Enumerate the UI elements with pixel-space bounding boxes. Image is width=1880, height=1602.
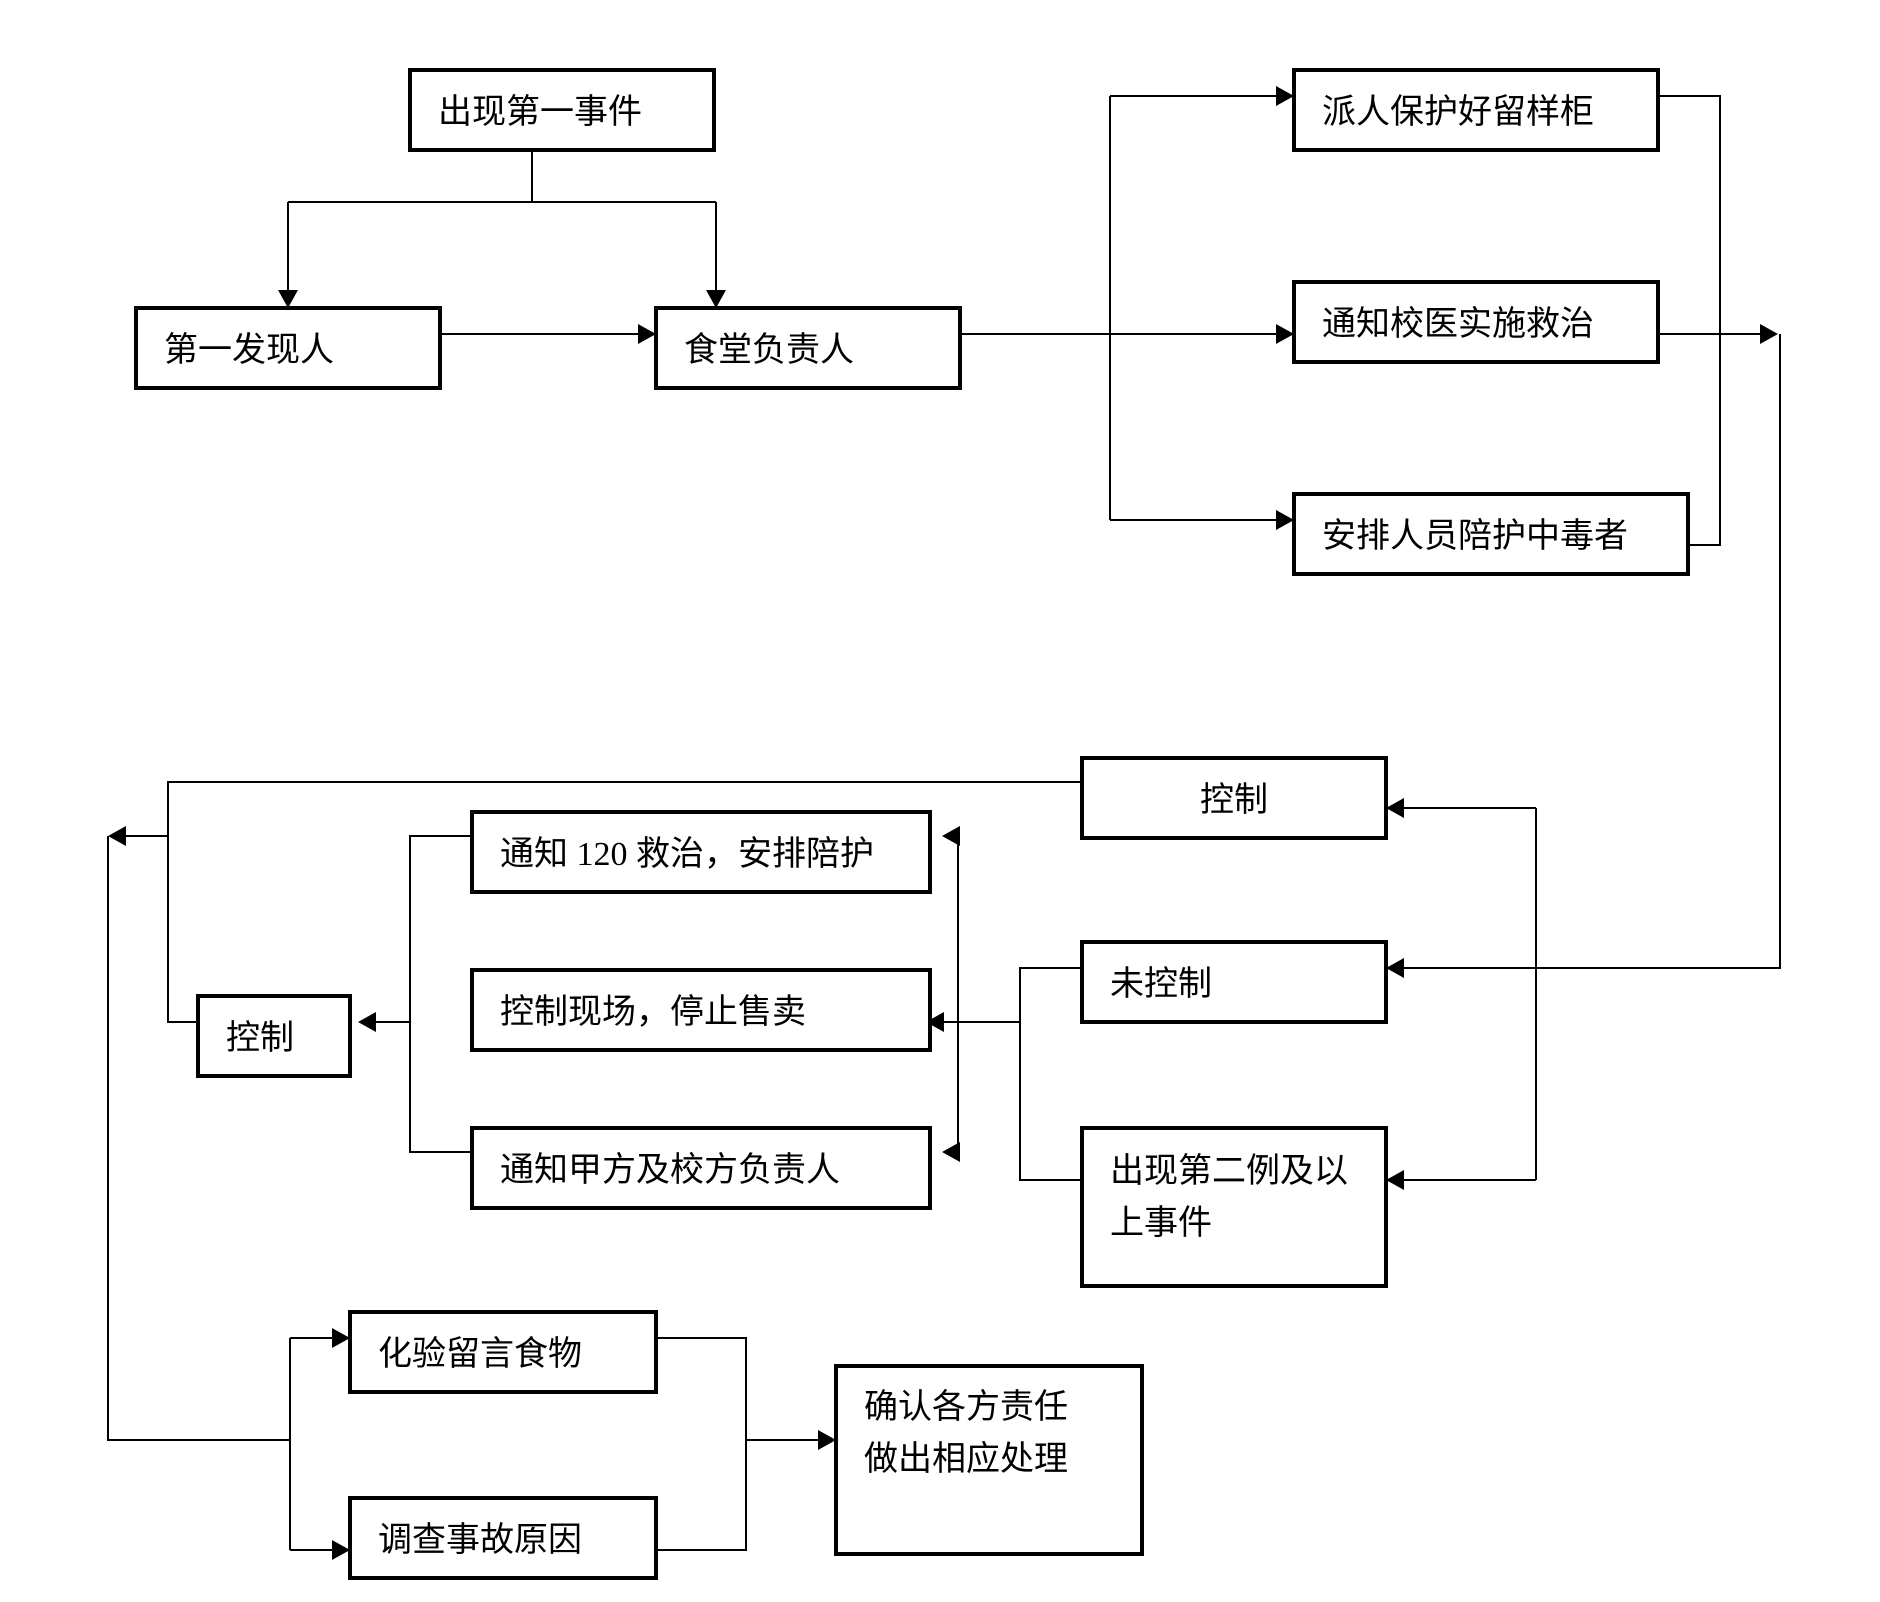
arrow-to-protect-sample bbox=[1276, 86, 1294, 106]
node-accompany-victim-label: 安排人员陪护中毒者 bbox=[1322, 517, 1628, 555]
connector-control-top bbox=[167, 781, 1082, 1023]
arrow-merge-right bbox=[1760, 324, 1778, 344]
node-investigate: 调查事故原因 bbox=[348, 1496, 658, 1580]
node-notify-parties: 通知甲方及校方负责人 bbox=[470, 1126, 932, 1210]
arrow-left-top bbox=[108, 826, 126, 846]
node-accompany-victim: 安排人员陪护中毒者 bbox=[1292, 492, 1690, 576]
node-first-finder: 第一发现人 bbox=[134, 306, 442, 390]
arrow-to-second-event bbox=[1386, 1170, 1404, 1190]
arrow-to-control-left bbox=[358, 1012, 376, 1032]
node-control-site-label: 控制现场，停止售卖 bbox=[500, 993, 806, 1031]
node-uncontrolled-label: 未控制 bbox=[1110, 965, 1212, 1003]
connector-to-middle bbox=[942, 967, 1082, 1181]
arrow-to-test-food bbox=[332, 1328, 350, 1348]
connector-event-split bbox=[287, 150, 717, 292]
node-notify-parties-label: 通知甲方及校方负责人 bbox=[500, 1151, 840, 1189]
node-controlled-right: 控制 bbox=[1080, 756, 1388, 840]
arrow-to-notify-parties bbox=[942, 1142, 960, 1162]
connectors bbox=[107, 95, 1781, 1551]
node-protect-sample-label: 派人保护好留样柜 bbox=[1322, 93, 1594, 131]
node-canteen-head-label: 食堂负责人 bbox=[684, 331, 854, 369]
node-investigate-label: 调查事故原因 bbox=[378, 1521, 582, 1559]
node-controlled-right-label: 控制 bbox=[1200, 781, 1268, 819]
arrow-to-notify-doctor bbox=[1276, 324, 1294, 344]
node-first-event: 出现第一事件 bbox=[408, 68, 716, 152]
node-first-event-label: 出现第一事件 bbox=[438, 93, 642, 131]
node-notify-doctor-label: 通知校医实施救治 bbox=[1322, 305, 1594, 343]
arrow-to-confirm bbox=[818, 1430, 836, 1450]
node-notify-120: 通知 120 救治，安排陪护 bbox=[470, 810, 932, 894]
arrow-to-control-site bbox=[926, 1012, 944, 1032]
node-confirm: 确认各方责任 做出相应处理 bbox=[834, 1364, 1144, 1556]
node-first-finder-label: 第一发现人 bbox=[164, 331, 334, 369]
node-uncontrolled: 未控制 bbox=[1080, 940, 1388, 1024]
node-notify-120-label: 通知 120 救治，安排陪护 bbox=[500, 835, 874, 873]
arrow-to-uncontrolled bbox=[1386, 958, 1404, 978]
connector-actions-merge bbox=[1402, 95, 1781, 969]
node-protect-sample: 派人保护好留样柜 bbox=[1292, 68, 1660, 152]
arrow-to-accompany-victim bbox=[1276, 510, 1294, 530]
node-confirm-label-2: 做出相应处理 bbox=[864, 1440, 1068, 1478]
arrow-to-notify-120 bbox=[942, 826, 960, 846]
arrowheads bbox=[108, 86, 1778, 1560]
node-test-food-label: 化验留言食物 bbox=[378, 1335, 582, 1373]
node-control-site: 控制现场，停止售卖 bbox=[470, 968, 932, 1052]
arrow-to-investigate bbox=[332, 1540, 350, 1560]
node-controlled-left-label: 控制 bbox=[226, 1019, 294, 1057]
node-confirm-label-1: 确认各方责任 bbox=[864, 1388, 1068, 1426]
connector-head-to-actions bbox=[960, 95, 1280, 521]
arrow-to-first-finder bbox=[278, 290, 298, 308]
node-notify-doctor: 通知校医实施救治 bbox=[1292, 280, 1660, 364]
node-second-event-label-1: 出现第二例及以 bbox=[1110, 1152, 1348, 1190]
node-canteen-head: 食堂负责人 bbox=[654, 306, 962, 390]
node-controlled-left: 控制 bbox=[196, 994, 352, 1078]
connector-middle-left-bracket bbox=[374, 835, 472, 1153]
connector-bottom-merge bbox=[656, 1337, 820, 1551]
arrow-to-canteen-head-top bbox=[706, 290, 726, 308]
arrow-to-control-right bbox=[1386, 798, 1404, 818]
arrow-to-canteen-head-left bbox=[638, 324, 656, 344]
node-second-event-label-2: 上事件 bbox=[1110, 1204, 1212, 1242]
node-second-event: 出现第二例及以 上事件 bbox=[1080, 1126, 1388, 1288]
connector-left-vertical bbox=[107, 835, 334, 1551]
node-test-food: 化验留言食物 bbox=[348, 1310, 658, 1394]
connector-right-bracket bbox=[1402, 807, 1537, 1181]
